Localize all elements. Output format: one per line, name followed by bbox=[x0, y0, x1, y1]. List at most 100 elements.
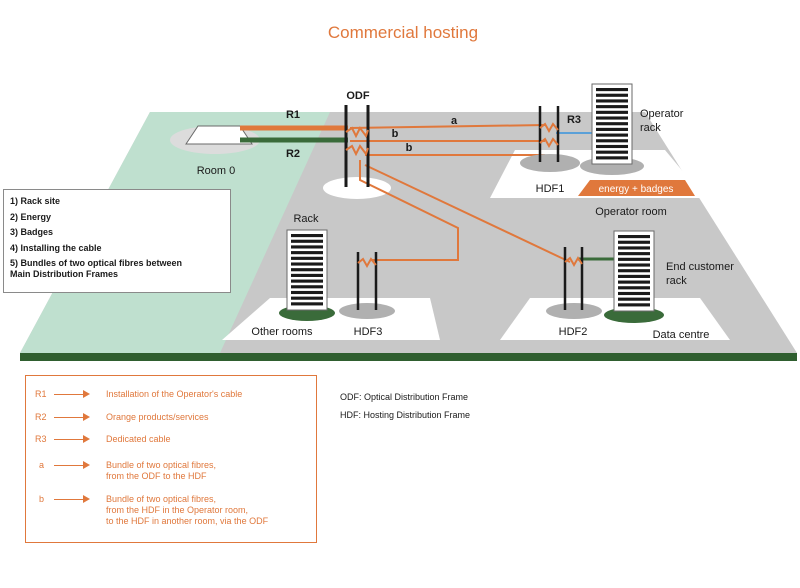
rack-unit-stripe bbox=[596, 93, 628, 97]
fibre-a-label: a bbox=[451, 115, 458, 127]
arrow-right-icon bbox=[54, 389, 92, 399]
step-item: Main Distribution Frames bbox=[10, 268, 119, 279]
rack-unit-stripe bbox=[291, 234, 323, 238]
rack-unit-stripe bbox=[618, 286, 650, 290]
fibre-b2-label: b bbox=[406, 142, 413, 154]
rack-unit-stripe bbox=[291, 279, 323, 283]
note-odf: ODF: Optical Distribution Frame bbox=[340, 392, 469, 402]
hdf3-label: HDF3 bbox=[354, 326, 383, 338]
rack-unit-stripe bbox=[618, 263, 650, 267]
data-centre-label: Data centre bbox=[653, 329, 710, 341]
step-item: 2) Energy bbox=[10, 211, 52, 222]
rack-unit-stripe bbox=[291, 296, 323, 300]
rack-unit-stripe bbox=[618, 252, 650, 256]
key-row-r1: R1 Installation of the Operator's cable bbox=[26, 389, 242, 400]
rack-unit-stripe bbox=[618, 240, 650, 244]
arrow-right-icon bbox=[54, 494, 92, 504]
hdf1-label: HDF1 bbox=[536, 183, 565, 195]
rack-unit-stripe bbox=[618, 291, 650, 296]
rack-unit-stripe bbox=[596, 139, 628, 143]
rack-unit-stripe bbox=[596, 144, 628, 149]
key-row-r2: R2 Orange products/services bbox=[26, 412, 209, 423]
rack-unit-stripe bbox=[618, 297, 650, 301]
rack-unit-stripe bbox=[618, 269, 650, 273]
rack-unit-stripe bbox=[596, 105, 628, 109]
rack-unit-stripe bbox=[618, 303, 650, 307]
odf-label: ODF bbox=[346, 90, 370, 102]
hdf3-base bbox=[339, 303, 395, 319]
step-item: 5) Bundles of two optical fibres between bbox=[10, 258, 183, 268]
hdf1-frame bbox=[538, 106, 560, 162]
rack-unit-stripe bbox=[596, 150, 628, 154]
odf-frame bbox=[344, 105, 370, 187]
key-text: Orange products/services bbox=[106, 412, 209, 422]
hdf2-label: HDF2 bbox=[559, 326, 588, 338]
key-row-r3: R3 Dedicated cable bbox=[26, 434, 171, 445]
steps-legend: 1) Rack site 2) Energy 3) Badges 4) Inst… bbox=[3, 189, 231, 293]
odf-base bbox=[323, 177, 391, 199]
rack-unit-stripe bbox=[291, 239, 323, 243]
r3-label: R3 bbox=[567, 114, 581, 126]
rack-unit-stripe bbox=[291, 273, 323, 277]
rack-unit-stripe bbox=[291, 285, 323, 289]
r1-label: R1 bbox=[286, 109, 300, 121]
room0-label: Room 0 bbox=[197, 165, 236, 177]
hdf2-base bbox=[546, 303, 602, 319]
energy-badges-tag bbox=[578, 180, 695, 196]
operator-rack-stripes bbox=[596, 88, 628, 160]
key-code: R1 bbox=[35, 389, 47, 399]
fibre-to-hdf2 bbox=[364, 164, 571, 263]
rack-unit-stripe bbox=[291, 256, 323, 260]
end-customer-label-1: End customer bbox=[666, 261, 734, 273]
cable-key: R1 Installation of the Operator's cable … bbox=[25, 375, 317, 543]
rack-unit-stripe bbox=[291, 251, 323, 255]
key-text: Bundle of two optical fibres, from the H… bbox=[106, 494, 269, 526]
rack-unit-stripe bbox=[291, 268, 323, 272]
rack-unit-stripe bbox=[618, 280, 650, 284]
key-text: Bundle of two optical fibres, from the O… bbox=[106, 460, 217, 481]
rack-unit-stripe bbox=[291, 302, 323, 306]
rack-unit-stripe bbox=[596, 122, 628, 126]
hdf1-base bbox=[520, 154, 580, 172]
rack-unit-stripe bbox=[596, 127, 628, 131]
step-item: 1) Rack site bbox=[10, 196, 61, 206]
end-customer-label-2: rack bbox=[666, 275, 687, 287]
step-item: 3) Badges bbox=[10, 227, 54, 237]
rack-unit-stripe bbox=[596, 99, 628, 103]
rack-unit-stripe bbox=[596, 110, 628, 114]
rack-unit-stripe bbox=[596, 88, 628, 92]
rack-unit-stripe bbox=[596, 116, 628, 120]
key-code: a bbox=[39, 460, 45, 470]
arrow-right-icon bbox=[54, 412, 92, 422]
step-item: 4) Installing the cable bbox=[10, 242, 102, 253]
fibre-to-hdf3 bbox=[359, 160, 459, 261]
arrow-right-icon bbox=[54, 434, 92, 444]
other-rack-stripes bbox=[291, 234, 323, 306]
rack-unit-stripe bbox=[618, 235, 650, 239]
key-code: b bbox=[39, 494, 45, 504]
abbreviation-notes: ODF: Optical Distribution Frame HDF: Hos… bbox=[340, 388, 470, 424]
hdf3-frame bbox=[356, 252, 378, 310]
rack-unit-stripe bbox=[618, 246, 650, 250]
operator-rack-label-2: rack bbox=[640, 122, 661, 134]
floor-base-edge bbox=[20, 353, 797, 361]
hdf2-frame bbox=[563, 247, 584, 310]
other-rooms-label: Other rooms bbox=[251, 326, 313, 338]
key-code: R3 bbox=[35, 434, 47, 444]
rack-unit-stripe bbox=[596, 133, 628, 137]
rack-unit-stripe bbox=[291, 245, 323, 249]
energy-badges-label: energy + badges bbox=[599, 184, 674, 195]
key-text: Dedicated cable bbox=[106, 434, 171, 444]
note-hdf: HDF: Hosting Distribution Frame bbox=[340, 410, 471, 420]
key-row-b: b Bundle of two optical fibres, from the… bbox=[26, 494, 268, 527]
key-row-a: a Bundle of two optical fibres, from the… bbox=[26, 460, 216, 482]
end-customer-rack-stripes bbox=[618, 235, 650, 307]
page-title: Commercial hosting bbox=[328, 23, 478, 42]
key-code: R2 bbox=[35, 412, 47, 422]
operator-rack-label-1: Operator bbox=[640, 108, 684, 120]
arrow-right-icon bbox=[54, 460, 92, 470]
rack-unit-stripe bbox=[291, 262, 323, 266]
rack-label: Rack bbox=[293, 213, 319, 225]
fibre-b1-label: b bbox=[392, 128, 399, 140]
operator-room-label: Operator room bbox=[595, 206, 667, 218]
